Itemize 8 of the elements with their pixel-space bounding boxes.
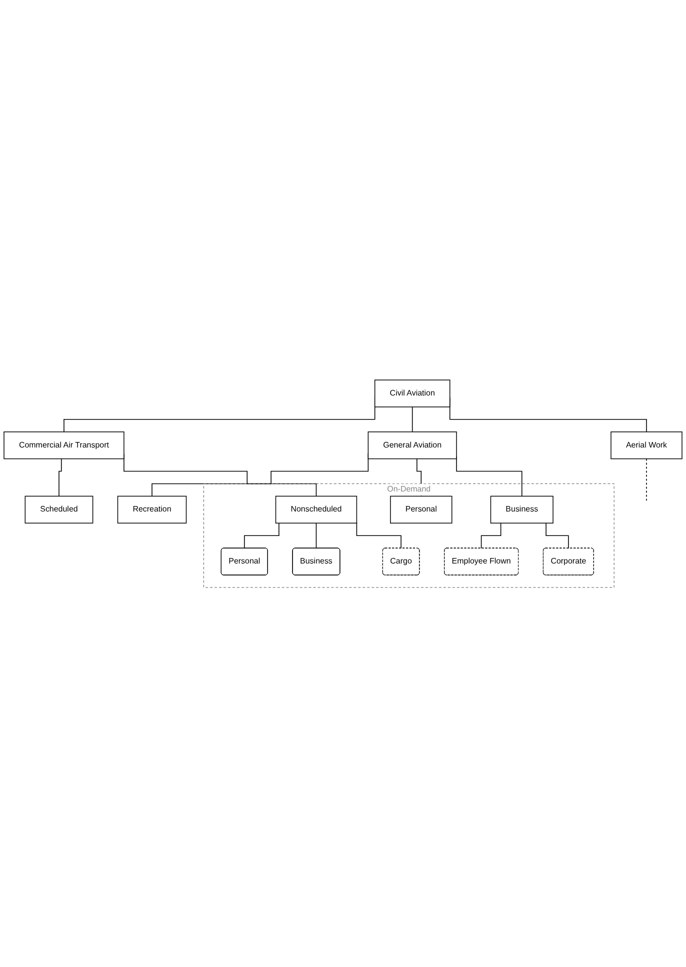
connector	[412, 406, 413, 432]
connector	[356, 521, 402, 548]
connector	[546, 522, 570, 548]
connector	[316, 522, 317, 548]
connector	[646, 458, 647, 502]
connector	[480, 522, 502, 548]
connector	[58, 458, 62, 496]
connector	[244, 522, 280, 548]
